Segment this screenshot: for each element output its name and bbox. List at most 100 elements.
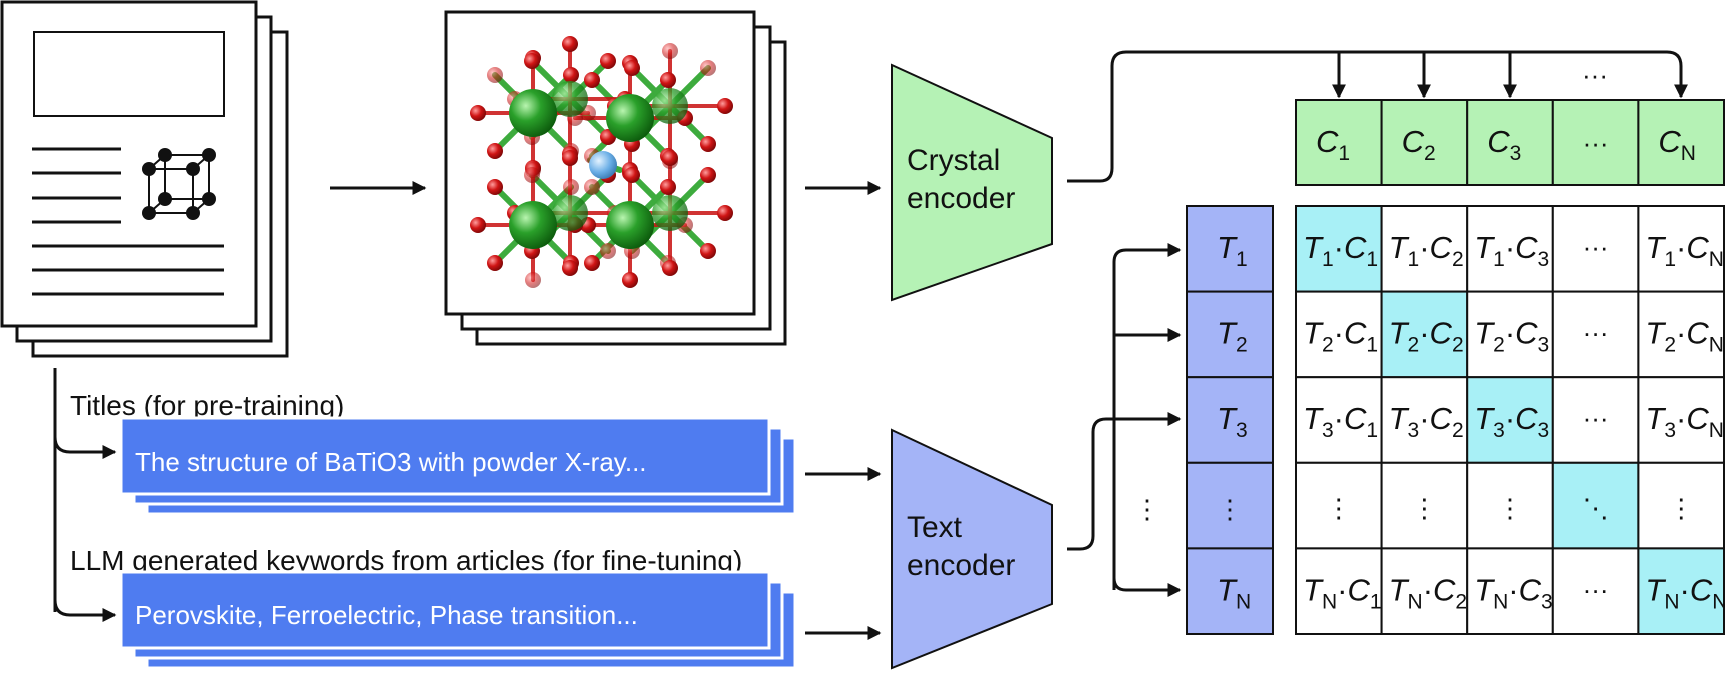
row-ellipsis: ··· (1583, 403, 1609, 433)
ba-atom (509, 201, 557, 249)
text-encoder-output-line (1067, 412, 1182, 551)
branch-to-titles (53, 436, 117, 459)
dot-product-label: T3·C3 (1474, 401, 1549, 442)
dot-product-label: T2·C1 (1303, 316, 1378, 357)
oxygen-atom (660, 72, 676, 88)
title-banner-stack: The structure of BaTiO3 with powder X-ra… (119, 416, 797, 516)
svg-text:T3: T3 (1217, 401, 1248, 442)
oxygen-atom (622, 272, 638, 288)
crystal-encoder: Crystal encoder (891, 63, 1053, 302)
dot-product-label: T2·C2 (1389, 316, 1464, 357)
text-feed-arrows (1112, 243, 1182, 597)
oxygen-atom (662, 43, 678, 59)
similarity-cell: T1·C1 (1295, 205, 1383, 293)
similarity-cell: T1·CN (1637, 205, 1725, 293)
oxygen-atom (562, 260, 578, 276)
text-embedding-cell: ⋮ (1186, 461, 1274, 550)
column-ellipsis: ⋮ (1668, 493, 1694, 523)
text-embedding-cell: T3 (1186, 376, 1274, 464)
similarity-cell: T2·CN (1637, 290, 1725, 379)
similarity-cell: ··· (1551, 290, 1640, 379)
similarity-cell: TN·CN (1637, 547, 1725, 636)
document-text-lines (32, 147, 224, 296)
text-embedding-cell: T2 (1186, 290, 1274, 379)
similarity-cell: TN·C3 (1466, 547, 1554, 636)
similarity-cell: ··· (1551, 205, 1640, 293)
oxygen-atom (624, 60, 640, 76)
row-ellipsis: ··· (1583, 232, 1609, 262)
similarity-cell: ⋱ (1551, 461, 1640, 550)
similarity-cell: ··· (1551, 376, 1640, 464)
similarity-cell: T3·C3 (1466, 376, 1554, 464)
column-ellipsis: ⋮ (1497, 493, 1523, 523)
crystal-structure-stack (444, 10, 787, 346)
similarity-cell: T2·C2 (1380, 290, 1469, 379)
oxygen-atom (717, 205, 733, 221)
oxygen-atom (524, 167, 540, 183)
ba-atom-back (652, 195, 688, 231)
oxygen-atom (660, 179, 676, 195)
diagonal-ellipsis: ⋱ (1583, 493, 1609, 523)
dot-product-label: TN·C3 (1474, 572, 1553, 613)
text-encoder: Text encoder (891, 428, 1053, 670)
ba-atom (606, 94, 654, 142)
ba-atom-back (652, 88, 688, 124)
row-ellipsis: ··· (1583, 318, 1609, 348)
oxygen-atom (470, 105, 486, 121)
svg-text:C2: C2 (1402, 124, 1436, 165)
svg-text:TN: TN (1217, 572, 1251, 613)
svg-text:encoder: encoder (907, 549, 1015, 582)
dot-product-label: TN·C1 (1303, 572, 1382, 613)
oxygen-atom (717, 98, 733, 114)
similarity-cell: ⋮ (1295, 461, 1383, 550)
dot-product-label: T3·C2 (1389, 401, 1464, 442)
oxygen-atom (524, 53, 540, 69)
row-ellipsis: ··· (1583, 574, 1609, 604)
oxygen-atom (662, 260, 678, 276)
crystal-embedding-cell: ··· (1551, 99, 1640, 186)
dot-product-label: T1·CN (1645, 230, 1724, 271)
similarity-cell: T3·C2 (1380, 376, 1469, 464)
oxygen-atom (487, 179, 503, 195)
similarity-cell: T3·CN (1637, 376, 1725, 464)
dot-product-label: T2·CN (1645, 316, 1724, 357)
oxygen-atom (487, 67, 503, 83)
ba-atom (606, 201, 654, 249)
similarity-cell: T1·C3 (1466, 205, 1554, 293)
svg-text:C1: C1 (1316, 124, 1350, 165)
svg-text:T1: T1 (1217, 230, 1248, 271)
crystal-drop-arrows (1332, 52, 1517, 99)
oxygen-atom (600, 53, 616, 69)
keyword-banner-stack: Perovskite, Ferroelectric, Phase transit… (119, 570, 797, 670)
svg-text:Text: Text (907, 511, 963, 544)
crystal-embedding-cell: C3 (1466, 99, 1554, 186)
oxygen-atom (584, 72, 600, 88)
similarity-cell: T3·C1 (1295, 376, 1383, 464)
crystal-embedding-cell: C1 (1295, 99, 1383, 186)
similarity-cell: ⋮ (1637, 461, 1725, 550)
document-title-box (33, 31, 225, 117)
svg-text:C3: C3 (1487, 124, 1521, 165)
similarity-cell: T1·C2 (1380, 205, 1469, 293)
keyword-example-text: Perovskite, Ferroelectric, Phase transit… (135, 600, 638, 630)
crystal-encoder-output-line (1067, 50, 1688, 183)
dot-product-label: T3·CN (1645, 401, 1724, 442)
oxygen-atom (584, 255, 600, 271)
gantry-ellipsis: ··· (1582, 60, 1608, 90)
svg-text:encoder: encoder (907, 182, 1015, 215)
similarity-cell: ··· (1551, 547, 1640, 636)
similarity-cell: TN·C2 (1380, 547, 1469, 636)
similarity-cell: T2·C3 (1466, 290, 1554, 379)
crystal-embedding-ellipsis: ··· (1583, 128, 1609, 158)
branch-to-keywords (53, 599, 117, 622)
oxygen-atom (662, 150, 678, 166)
text-embedding-ellipsis: ⋮ (1217, 494, 1243, 524)
ba-atom-back (552, 81, 588, 117)
oxygen-atom (600, 243, 616, 259)
similarity-cell: ⋮ (1380, 461, 1469, 550)
svg-text:T2: T2 (1217, 316, 1248, 357)
title-example-text: The structure of BaTiO3 with powder X-ra… (135, 447, 647, 477)
crystal-structure-image (470, 36, 733, 288)
oxygen-atom (562, 150, 578, 166)
